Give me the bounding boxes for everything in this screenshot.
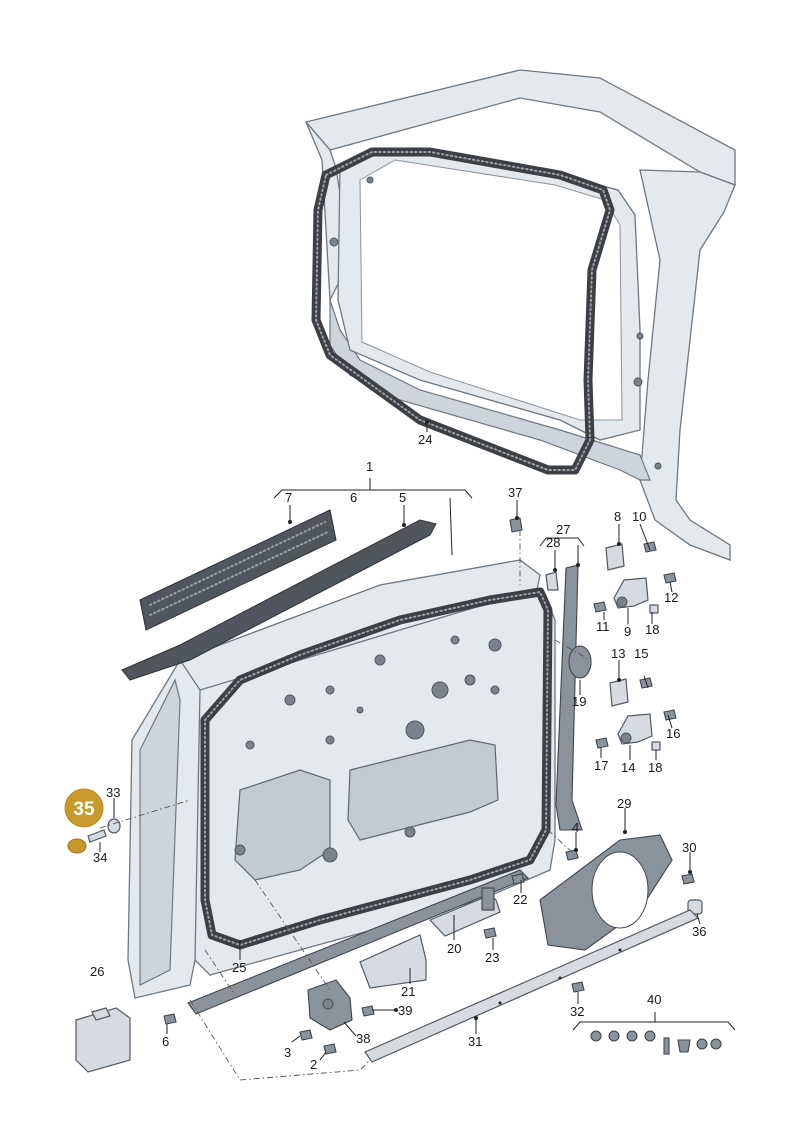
highlight-badge[interactable] — [64, 788, 104, 828]
label-14: 14 — [621, 760, 635, 775]
part-19-bumper — [568, 645, 592, 679]
part-40-fastener-set — [590, 1030, 722, 1055]
label-13: 13 — [611, 646, 625, 661]
label-21: 21 — [401, 984, 415, 999]
label-29: 29 — [617, 796, 631, 811]
label-32: 32 — [570, 1004, 584, 1019]
label-17: 17 — [594, 758, 608, 773]
label-38: 38 — [356, 1031, 370, 1046]
label-20: 20 — [447, 941, 461, 956]
car-body-frame — [304, 69, 736, 561]
label-6-bottom: 6 — [162, 1034, 169, 1049]
label-25: 25 — [232, 960, 246, 975]
label-24: 24 — [418, 432, 432, 447]
highlight-label[interactable]: 35 — [73, 799, 95, 820]
label-18-top: 18 — [645, 622, 659, 637]
part-8-9-hinge — [605, 543, 659, 614]
label-30: 30 — [682, 840, 696, 855]
label-2: 2 — [310, 1057, 317, 1072]
label-12: 12 — [664, 590, 678, 605]
label-9: 9 — [624, 624, 631, 639]
part-screws — [163, 517, 695, 1055]
part-5-strip — [121, 519, 437, 681]
part-labels: 1 7 6 5 24 37 27 28 8 10 12 11 9 18 13 1… — [90, 432, 706, 1072]
label-8: 8 — [614, 509, 621, 524]
door-shell — [127, 559, 556, 999]
label-5: 5 — [399, 490, 406, 505]
part-20-check-strap — [428, 887, 501, 937]
part-29-gasket — [539, 834, 673, 951]
label-1: 1 — [366, 459, 373, 474]
part-13-14-hinge — [609, 678, 661, 751]
label-39: 39 — [398, 1003, 412, 1018]
label-10: 10 — [632, 509, 646, 524]
label-34: 34 — [93, 850, 107, 865]
label-26: 26 — [90, 964, 104, 979]
group-brackets — [273, 478, 736, 1031]
part-35-cap[interactable] — [67, 838, 87, 854]
label-7: 7 — [285, 490, 292, 505]
part-38-lock — [307, 979, 353, 1031]
label-22: 22 — [513, 892, 527, 907]
part-7-pad — [139, 509, 337, 631]
label-40: 40 — [647, 992, 661, 1007]
part-26-bottle — [75, 1007, 131, 1073]
label-11: 11 — [596, 619, 610, 634]
part-36-cap — [687, 899, 703, 915]
label-33: 33 — [106, 785, 120, 800]
label-23: 23 — [485, 950, 499, 965]
label-18-bottom: 18 — [648, 760, 662, 775]
label-15: 15 — [634, 646, 648, 661]
label-6-top: 6 — [350, 490, 357, 505]
label-3: 3 — [284, 1045, 291, 1060]
label-37: 37 — [508, 485, 522, 500]
label-16: 16 — [666, 726, 680, 741]
label-4: 4 — [572, 820, 579, 835]
label-27: 27 — [556, 522, 570, 537]
leader-lines — [99, 420, 701, 1061]
label-31: 31 — [468, 1034, 482, 1049]
label-36: 36 — [692, 924, 706, 939]
label-19: 19 — [572, 694, 586, 709]
label-28: 28 — [546, 535, 560, 550]
part-25-sill-strip — [187, 869, 529, 1015]
assembly-lines — [99, 530, 591, 1081]
highlight-35[interactable]: 35 — [64, 788, 104, 854]
